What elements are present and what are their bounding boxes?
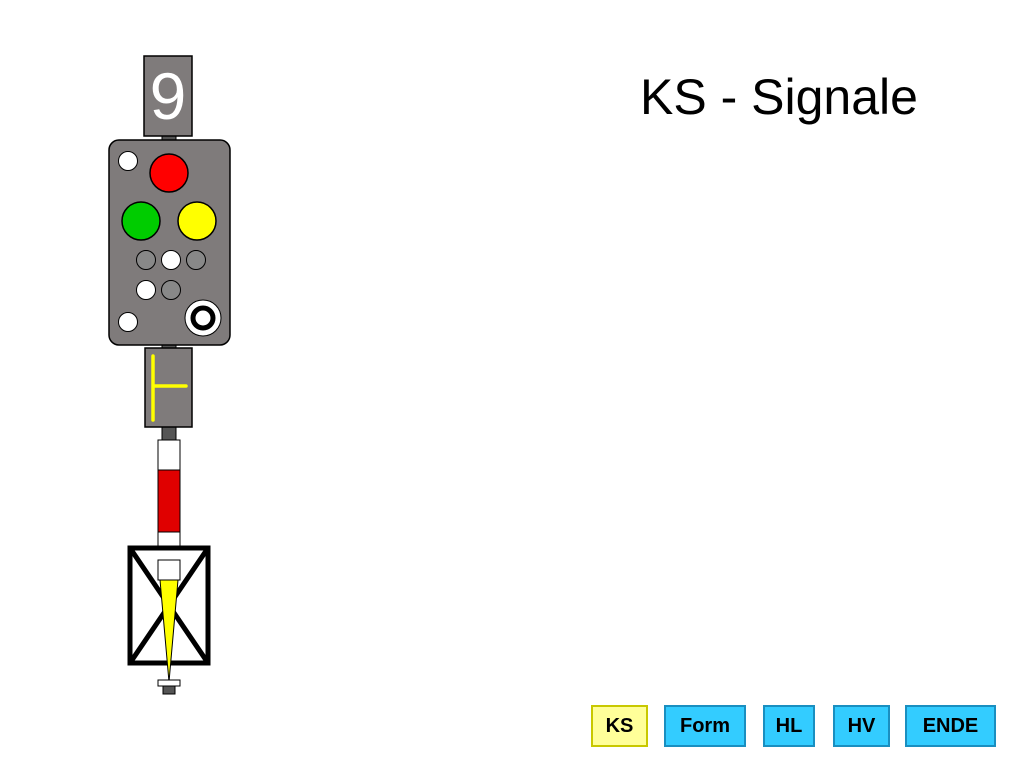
direction-indicator-glyph	[151, 354, 188, 422]
mast-foot	[162, 685, 176, 695]
dark-lamp	[136, 250, 156, 270]
mast-base	[157, 679, 181, 687]
dark-lamp	[161, 280, 181, 300]
substitute-signal-ring	[184, 299, 222, 337]
white-lamp-bottom-left	[118, 312, 138, 332]
mast-white-segment	[157, 439, 181, 471]
dark-lamp	[186, 250, 206, 270]
slide-title: KS - Signale	[640, 69, 918, 125]
white-lamp-top-left	[118, 151, 138, 171]
white-lamp	[136, 280, 156, 300]
nav-button-form[interactable]: Form	[664, 705, 746, 747]
connector-low	[161, 425, 177, 441]
green-lamp	[121, 201, 161, 241]
speed-indicator-box	[143, 55, 193, 137]
nav-button-hl[interactable]: HL	[763, 705, 815, 747]
nav-button-ende[interactable]: ENDE	[905, 705, 996, 747]
mast-white-segment	[157, 559, 181, 581]
mast-red-segment	[157, 469, 181, 533]
yellow-lamp	[177, 201, 217, 241]
yellow-wedge	[159, 579, 179, 683]
ring-icon	[190, 305, 216, 331]
nav-button-hv[interactable]: HV	[833, 705, 890, 747]
white-lamp	[161, 250, 181, 270]
speed-indicator-digit: 9	[150, 59, 187, 133]
red-lamp	[149, 153, 189, 193]
nav-button-ks[interactable]: KS	[591, 705, 648, 747]
